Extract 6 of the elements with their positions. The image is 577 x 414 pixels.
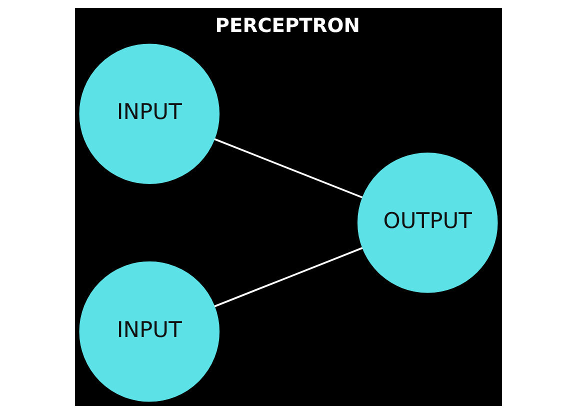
node-circle: INPUT [79,261,220,402]
node-circle: OUTPUT [357,152,498,293]
diagram-title: PERCEPTRON [215,14,360,37]
node-circle: INPUT [79,44,220,184]
connector [214,247,363,308]
connector [214,138,363,198]
